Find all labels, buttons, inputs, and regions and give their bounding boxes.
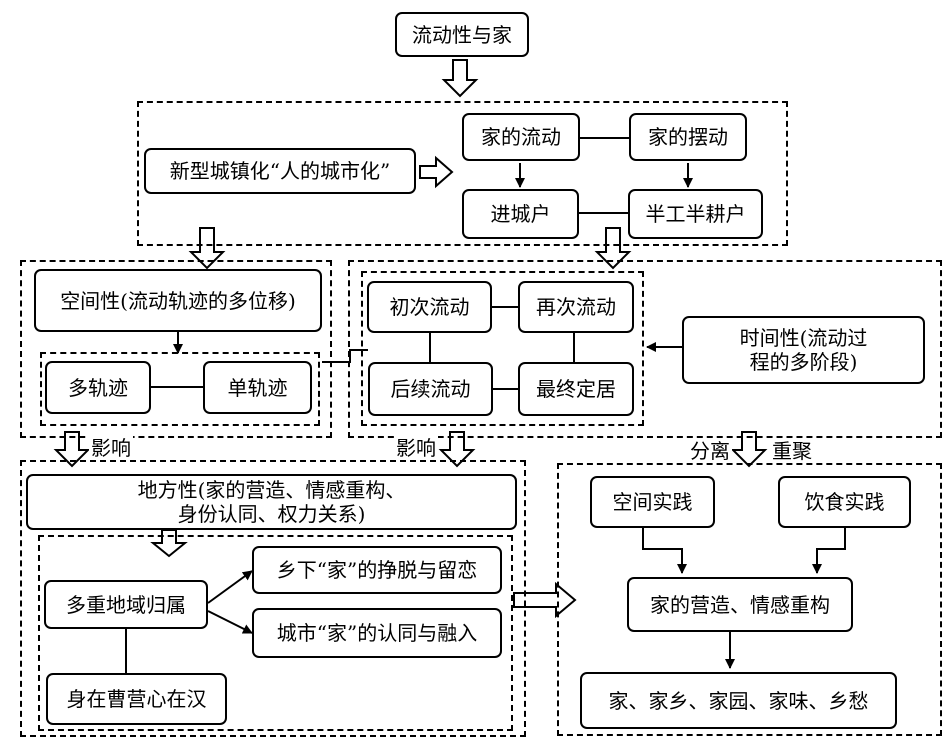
node-root: 流动性与家 — [395, 12, 529, 57]
hollow-arrow-root-down — [441, 59, 479, 98]
arrow-space-practice — [642, 528, 687, 574]
arrow-belonging-to-urban — [207, 610, 253, 634]
node-rural-home: 乡下“家”的挣脱与留恋 — [252, 546, 502, 594]
connector-spatial-temporal — [322, 349, 368, 363]
spatiality-group — [20, 260, 332, 438]
node-subsequent-flow: 后续流动 — [368, 362, 493, 416]
node-home-swing: 家的摆动 — [629, 113, 747, 161]
node-home-flow: 家的流动 — [462, 113, 580, 161]
node-spatiality: 空间性(流动轨迹的多位移) — [34, 269, 322, 332]
hollow-arrow-to-practice — [513, 581, 577, 619]
node-home-terms: 家、家乡、家园、家味、乡愁 — [580, 672, 897, 729]
node-single-track: 单轨迹 — [203, 361, 312, 414]
hollow-arrow-influence-left — [53, 431, 91, 468]
arrow-food-practice — [812, 528, 846, 574]
node-temporality: 时间性(流动过 程的多阶段) — [682, 316, 925, 384]
track-group — [40, 352, 320, 426]
label-separation: 分离 — [688, 439, 732, 463]
node-urbanization: 新型城镇化“人的城市化” — [144, 148, 416, 194]
urbanization-group — [137, 101, 788, 246]
node-body-mind: 身在曹营心在汉 — [46, 673, 227, 725]
locality-group — [20, 460, 526, 737]
hollow-arrow-locality-down — [150, 529, 188, 558]
belonging-group — [38, 535, 513, 731]
label-influence-right: 影响 — [394, 436, 438, 460]
node-home-making: 家的营造、情感重构 — [627, 577, 853, 632]
hollow-arrow-influence-right — [438, 431, 476, 468]
node-space-practice: 空间实践 — [590, 476, 715, 528]
node-locality: 地方性(家的营造、情感重构、 身份认同、权力关系) — [26, 474, 517, 530]
label-influence-left: 影响 — [89, 436, 133, 460]
temporality-group — [348, 260, 942, 438]
label-reunion: 重聚 — [770, 439, 814, 463]
node-final-settle: 最终定居 — [518, 362, 634, 416]
hollow-arrow-urbanization-right — [419, 155, 454, 189]
node-second-flow: 再次流动 — [518, 281, 634, 333]
flow-stage-group — [361, 271, 644, 426]
node-into-city: 进城户 — [462, 189, 579, 239]
hollow-arrow-separation — [730, 431, 768, 468]
node-half-worker: 半工半耕户 — [628, 189, 763, 239]
node-food-practice: 饮食实践 — [778, 476, 911, 528]
node-first-flow: 初次流动 — [367, 281, 492, 333]
node-multi-track: 多轨迹 — [45, 361, 151, 414]
node-multi-belonging: 多重地域归属 — [44, 580, 208, 629]
arrow-belonging-to-rural — [207, 570, 253, 604]
node-urban-home: 城市“家”的认同与融入 — [252, 608, 502, 658]
practice-group — [557, 463, 942, 736]
